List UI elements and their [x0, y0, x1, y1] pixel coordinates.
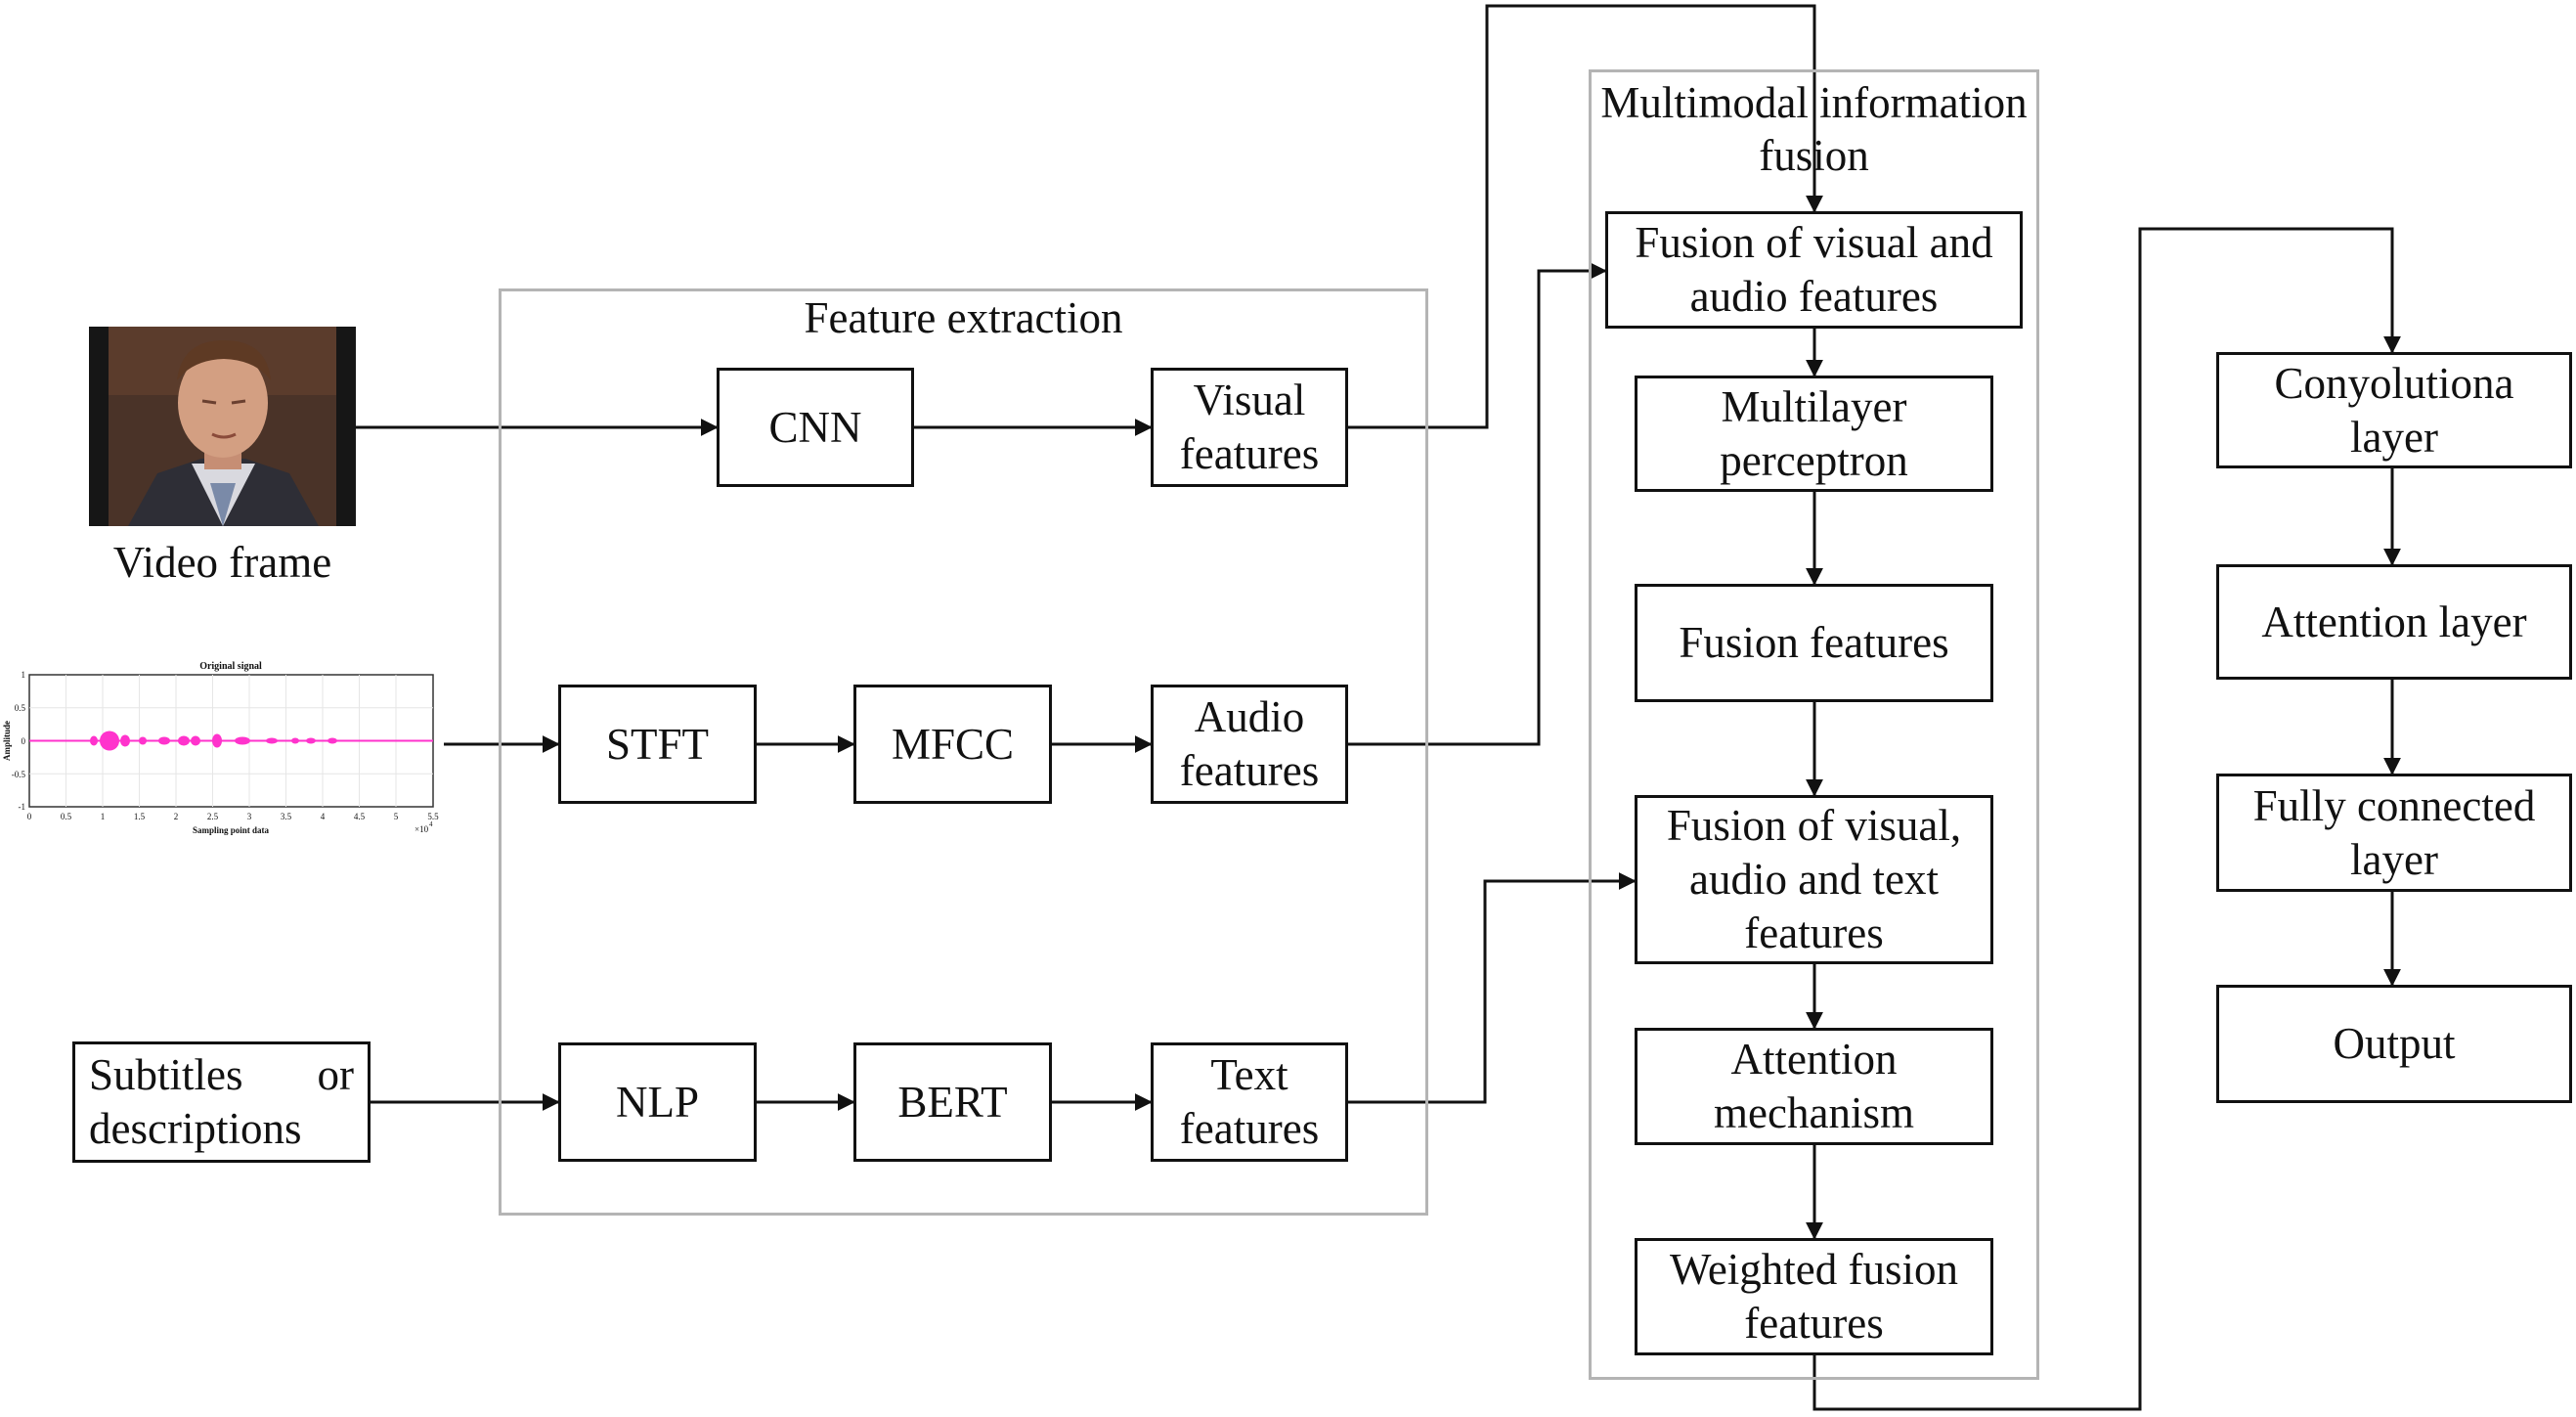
x-tick: 1.5	[134, 812, 146, 821]
video-frame-label: Video frame	[112, 538, 332, 587]
x-tick: 5	[394, 812, 399, 821]
x-tick: 4	[321, 812, 326, 821]
arrow-text-to-fusion-vat	[1348, 872, 1637, 1104]
audio-waveform-plot: Original signal	[0, 653, 444, 845]
audio-plot-ylabel: Amplitude	[2, 721, 12, 761]
x-tick: 5.5	[427, 812, 439, 821]
fusion-visual-audio-text-node: Fusion of visual, audio and text feature…	[1635, 795, 1993, 964]
x-tick: 0.5	[61, 812, 72, 821]
mfcc-node: MFCC	[853, 685, 1052, 804]
multilayer-perceptron-node: Multilayer perceptron	[1635, 376, 1993, 492]
multimodal-fusion-group	[1589, 69, 2039, 1380]
x-tick: 3	[247, 812, 252, 821]
y-tick: -0.5	[12, 770, 26, 779]
arrow-visual-to-fusion-va	[1348, 4, 1823, 429]
x-tick: 2	[174, 812, 179, 821]
feature-extraction-title: Feature extraction	[804, 293, 1123, 342]
nlp-node: NLP	[558, 1042, 757, 1162]
audio-plot-title: Original signal	[199, 661, 262, 672]
y-tick: 0	[22, 736, 26, 746]
x-tick: 1	[101, 812, 106, 821]
fusion-visual-audio-node: Fusion of visual and audio features	[1605, 211, 2023, 329]
subtitles-or-descriptions-box: Subtitles or descriptions	[72, 1041, 371, 1163]
audio-plot-xlabel: Sampling point data	[193, 825, 270, 835]
video-frame-image	[89, 327, 356, 526]
stft-node: STFT	[558, 685, 757, 804]
arrow-weighted-to-conv	[1812, 227, 2401, 1411]
output-node: Output	[2216, 985, 2572, 1103]
attention-layer-node: Attention layer	[2216, 564, 2572, 680]
fully-connected-layer-node: Fully connected layer	[2216, 774, 2572, 892]
x-tick: 0	[27, 812, 32, 821]
y-tick: -1	[19, 802, 26, 812]
convolutional-layer-node: Conyolutiona layer	[2216, 352, 2572, 468]
y-tick: 0.5	[15, 703, 26, 713]
text-features-node: Text features	[1151, 1042, 1348, 1162]
subtitles-line-2: descriptions	[89, 1104, 302, 1153]
bert-node: BERT	[853, 1042, 1052, 1162]
audio-waveform	[29, 731, 433, 751]
video-frame-illustration	[89, 327, 356, 526]
subtitles-line-1: Subtitles or	[89, 1050, 354, 1099]
x-tick: 4.5	[354, 812, 366, 821]
weighted-fusion-features-node: Weighted fusion features	[1635, 1238, 1993, 1355]
y-tick: 1	[22, 670, 26, 680]
audio-plot-y-ticks: 1 0.5 0 -0.5 -1	[12, 670, 26, 812]
feature-extraction-group	[499, 288, 1428, 1216]
x-tick: 2.5	[207, 812, 219, 821]
audio-plot-x-multiplier: ×10	[415, 824, 429, 834]
multimodal-fusion-title: Multimodal information fusion	[1600, 78, 2028, 180]
audio-features-node: Audio features	[1151, 685, 1348, 804]
audio-plot-x-ticks: 0 0.5 1 1.5 2 2.5 3 3.5 4 4.5 5 5.5	[27, 812, 439, 821]
fusion-features-node: Fusion features	[1635, 584, 1993, 702]
arrow-audio-to-fusion-va	[1348, 262, 1607, 746]
attention-mechanism-node: Attention mechanism	[1635, 1028, 1993, 1145]
visual-features-node: Visual features	[1151, 368, 1348, 487]
x-tick: 3.5	[281, 812, 292, 821]
cnn-node: CNN	[717, 368, 914, 487]
audio-plot-x-exponent: 4	[429, 820, 433, 828]
